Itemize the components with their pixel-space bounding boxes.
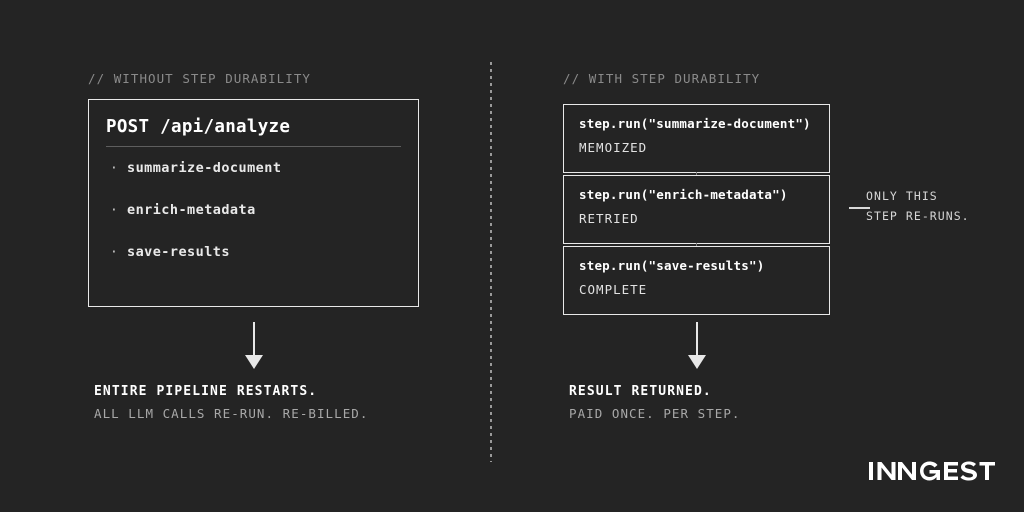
panel-divider bbox=[490, 62, 492, 462]
step-call-label: step.run("enrich-metadata") bbox=[579, 187, 788, 202]
inngest-wordmark-icon bbox=[869, 461, 995, 481]
callout-line-1: ONLY THIS bbox=[866, 189, 938, 203]
arrow-head bbox=[688, 355, 706, 369]
down-arrow-icon bbox=[687, 322, 707, 370]
callout-line-2: STEP RE-RUNS. bbox=[866, 209, 970, 223]
left-outcome-headline: ENTIRE PIPELINE RESTARTS. bbox=[94, 384, 318, 399]
bullet-icon: · bbox=[110, 161, 118, 176]
step-box-save-results: step.run("save-results") COMPLETE bbox=[563, 246, 830, 315]
left-panel-comment: // WITHOUT STEP DURABILITY bbox=[88, 71, 311, 86]
status-badge: COMPLETE bbox=[579, 282, 648, 297]
status-badge: MEMOIZED bbox=[579, 140, 648, 155]
step-call-label: step.run("save-results") bbox=[579, 258, 765, 273]
right-panel-comment: // WITH STEP DURABILITY bbox=[563, 71, 761, 86]
endpoint-rule bbox=[106, 146, 401, 147]
list-item: · save-results bbox=[110, 244, 410, 286]
list-item: · summarize-document bbox=[110, 160, 410, 202]
arrow-shaft bbox=[696, 322, 698, 356]
bullet-icon: · bbox=[110, 203, 118, 218]
arrow-shaft bbox=[253, 322, 255, 356]
step-box-summarize-document: step.run("summarize-document") MEMOIZED bbox=[563, 104, 830, 173]
step-label: save-results bbox=[127, 244, 230, 260]
right-outcome: RESULT RETURNED. PAID ONCE. PER STEP. bbox=[569, 381, 741, 425]
arrow-head bbox=[245, 355, 263, 369]
step-box-enrich-metadata: step.run("enrich-metadata") RETRIED bbox=[563, 175, 830, 244]
step-connector bbox=[696, 172, 697, 176]
bullet-icon: · bbox=[110, 245, 118, 260]
step-connector bbox=[696, 243, 697, 247]
callout-annotation: ONLY THIS STEP RE-RUNS. bbox=[866, 186, 970, 226]
endpoint-title: POST /api/analyze bbox=[106, 117, 291, 137]
left-outcome: ENTIRE PIPELINE RESTARTS. ALL LLM CALLS … bbox=[94, 381, 368, 425]
endpoint-step-list: · summarize-document · enrich-metadata ·… bbox=[110, 160, 410, 286]
step-call-label: step.run("summarize-document") bbox=[579, 116, 811, 131]
right-outcome-detail: PAID ONCE. PER STEP. bbox=[569, 406, 741, 421]
list-item: · enrich-metadata bbox=[110, 202, 410, 244]
callout-leader-line bbox=[849, 207, 870, 209]
step-label: summarize-document bbox=[127, 160, 282, 176]
left-outcome-detail: ALL LLM CALLS RE-RUN. RE-BILLED. bbox=[94, 406, 369, 421]
down-arrow-icon bbox=[244, 322, 264, 370]
endpoint-box bbox=[88, 99, 419, 307]
status-badge: RETRIED bbox=[579, 211, 639, 226]
step-label: enrich-metadata bbox=[127, 202, 256, 218]
right-outcome-headline: RESULT RETURNED. bbox=[569, 384, 712, 399]
inngest-logo bbox=[869, 458, 997, 484]
